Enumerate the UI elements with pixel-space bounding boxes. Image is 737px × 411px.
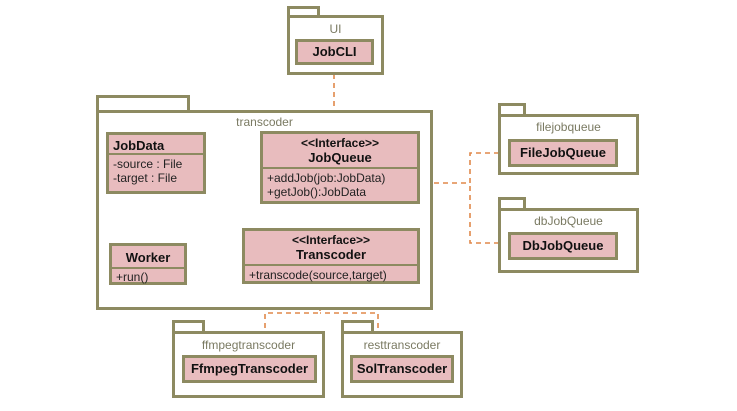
- class-name-worker: Worker: [125, 250, 171, 265]
- interface-jobqueue[interactable]: <<Interface>> JobQueue +addJob(job:JobDa…: [260, 131, 420, 204]
- class-jobcli[interactable]: JobCLI: [295, 39, 374, 65]
- operation-getjob: +getJob():JobData: [267, 185, 367, 199]
- operation-run: +run(): [116, 270, 149, 284]
- package-label-ui: UI: [329, 22, 342, 36]
- realization-filejobqueue-jobqueue: [432, 152, 508, 184]
- class-name-jobdata: JobData: [113, 138, 165, 153]
- package-label-resttranscoder: resttranscoder: [363, 338, 441, 352]
- class-name-soltranscoder: SolTranscoder: [356, 361, 448, 376]
- class-divider: [109, 153, 203, 155]
- class-name-jobcli: JobCLI: [312, 44, 357, 59]
- class-name-filejobqueue: FileJobQueue: [520, 145, 606, 160]
- class-divider: [263, 167, 417, 169]
- class-jobdata[interactable]: JobData -source : File -target : File: [106, 132, 206, 194]
- class-soltranscoder[interactable]: SolTranscoder: [350, 355, 454, 383]
- operation-addjob: +addJob(job:JobData): [267, 171, 386, 185]
- operation-transcode: +transcode(source,target): [249, 268, 387, 282]
- interface-name-transcoder: Transcoder: [295, 247, 367, 262]
- class-name-ffmpegtranscoder: FfmpegTranscoder: [190, 361, 309, 376]
- stereotype-label: <<Interface>>: [291, 233, 371, 247]
- package-label-filejobqueue: filejobqueue: [536, 120, 601, 134]
- class-name-dbjobqueue: DbJobQueue: [522, 238, 604, 253]
- package-label-ffmpegtranscoder: ffmpegtranscoder: [201, 338, 296, 352]
- class-ffmpegtranscoder[interactable]: FfmpegTranscoder: [182, 355, 317, 383]
- attribute-target: -target : File: [113, 171, 178, 185]
- class-worker[interactable]: Worker +run(): [109, 243, 187, 285]
- package-label-dbjobqueue: dbJobQueue: [534, 214, 603, 228]
- interface-transcoder[interactable]: <<Interface>> Transcoder +transcode(sour…: [242, 228, 420, 284]
- class-divider: [245, 264, 417, 266]
- class-dbjobqueue[interactable]: DbJobQueue: [508, 232, 618, 260]
- class-divider: [112, 267, 184, 269]
- interface-name-jobqueue: JobQueue: [308, 150, 372, 165]
- stereotype-label: <<Interface>>: [300, 136, 380, 150]
- package-label-transcoder: transcoder: [236, 115, 293, 129]
- class-filejobqueue[interactable]: FileJobQueue: [508, 139, 618, 167]
- realization-dbjobqueue-jobqueue: [469, 183, 508, 244]
- attribute-source: -source : File: [113, 157, 183, 171]
